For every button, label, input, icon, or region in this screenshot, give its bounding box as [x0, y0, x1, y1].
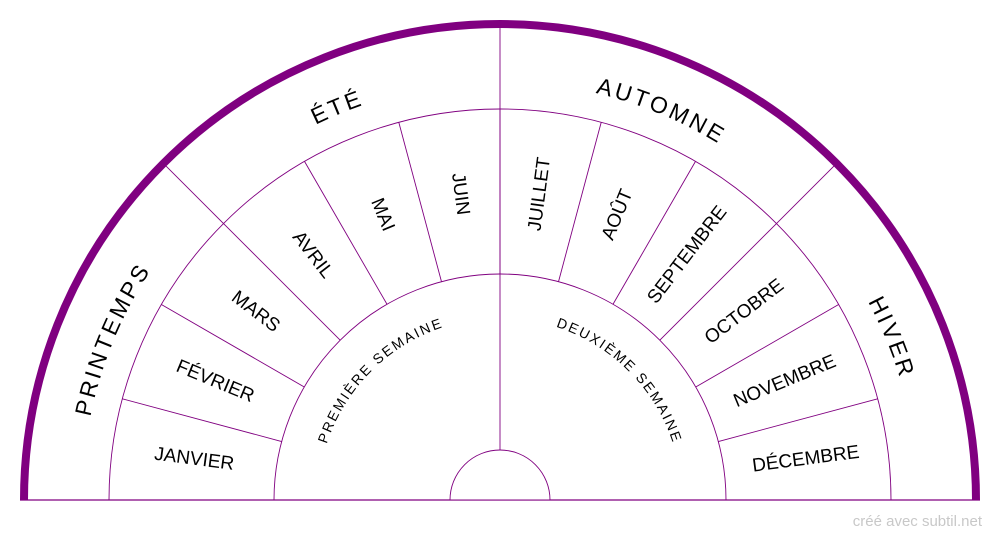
- season-label-3: HIVER: [864, 292, 921, 382]
- month-label-3: AVRIL: [288, 227, 337, 282]
- month-divider: [223, 223, 341, 341]
- month-label-0: JANVIER: [153, 444, 235, 475]
- season-label-0: PRINTEMPS: [70, 258, 156, 418]
- month-label-2: MARS: [227, 287, 283, 337]
- month-divider: [659, 223, 777, 341]
- month-divider: [304, 161, 388, 305]
- outer-rim: [20, 20, 980, 501]
- month-label-6: JUILLET: [525, 156, 556, 232]
- season-label-1: ÉTÉ: [307, 85, 367, 130]
- season-divider: [776, 163, 837, 224]
- month-divider: [695, 304, 839, 388]
- month-divider: [718, 398, 878, 442]
- season-text-3: HIVER: [864, 292, 918, 382]
- wheel-lines: [20, 20, 980, 501]
- month-divider: [122, 398, 282, 442]
- season-text-0: PRINTEMPS: [70, 258, 153, 418]
- credit-text: créé avec subtil.net: [852, 513, 982, 530]
- hub: [449, 449, 551, 501]
- month-label-10: NOVEMBRE: [731, 351, 840, 412]
- month-label-11: DÉCEMBRE: [751, 442, 861, 477]
- season-divider: [163, 163, 224, 224]
- month-divider: [161, 304, 305, 388]
- season-text-2: AUTOMNE: [594, 73, 728, 149]
- month-label-1: FÉVRIER: [173, 356, 257, 407]
- month-label-7: AOÛT: [597, 186, 638, 244]
- month-label-5: JUIN: [447, 172, 473, 217]
- month-label-4: MAI: [366, 195, 398, 234]
- month-divider: [398, 122, 442, 282]
- month-divider: [612, 161, 696, 305]
- season-text-1: ÉTÉ: [307, 85, 364, 130]
- season-label-2: AUTOMNE: [594, 73, 731, 149]
- month-label-8: SEPTEMBRE: [643, 202, 731, 308]
- month-divider: [558, 122, 602, 282]
